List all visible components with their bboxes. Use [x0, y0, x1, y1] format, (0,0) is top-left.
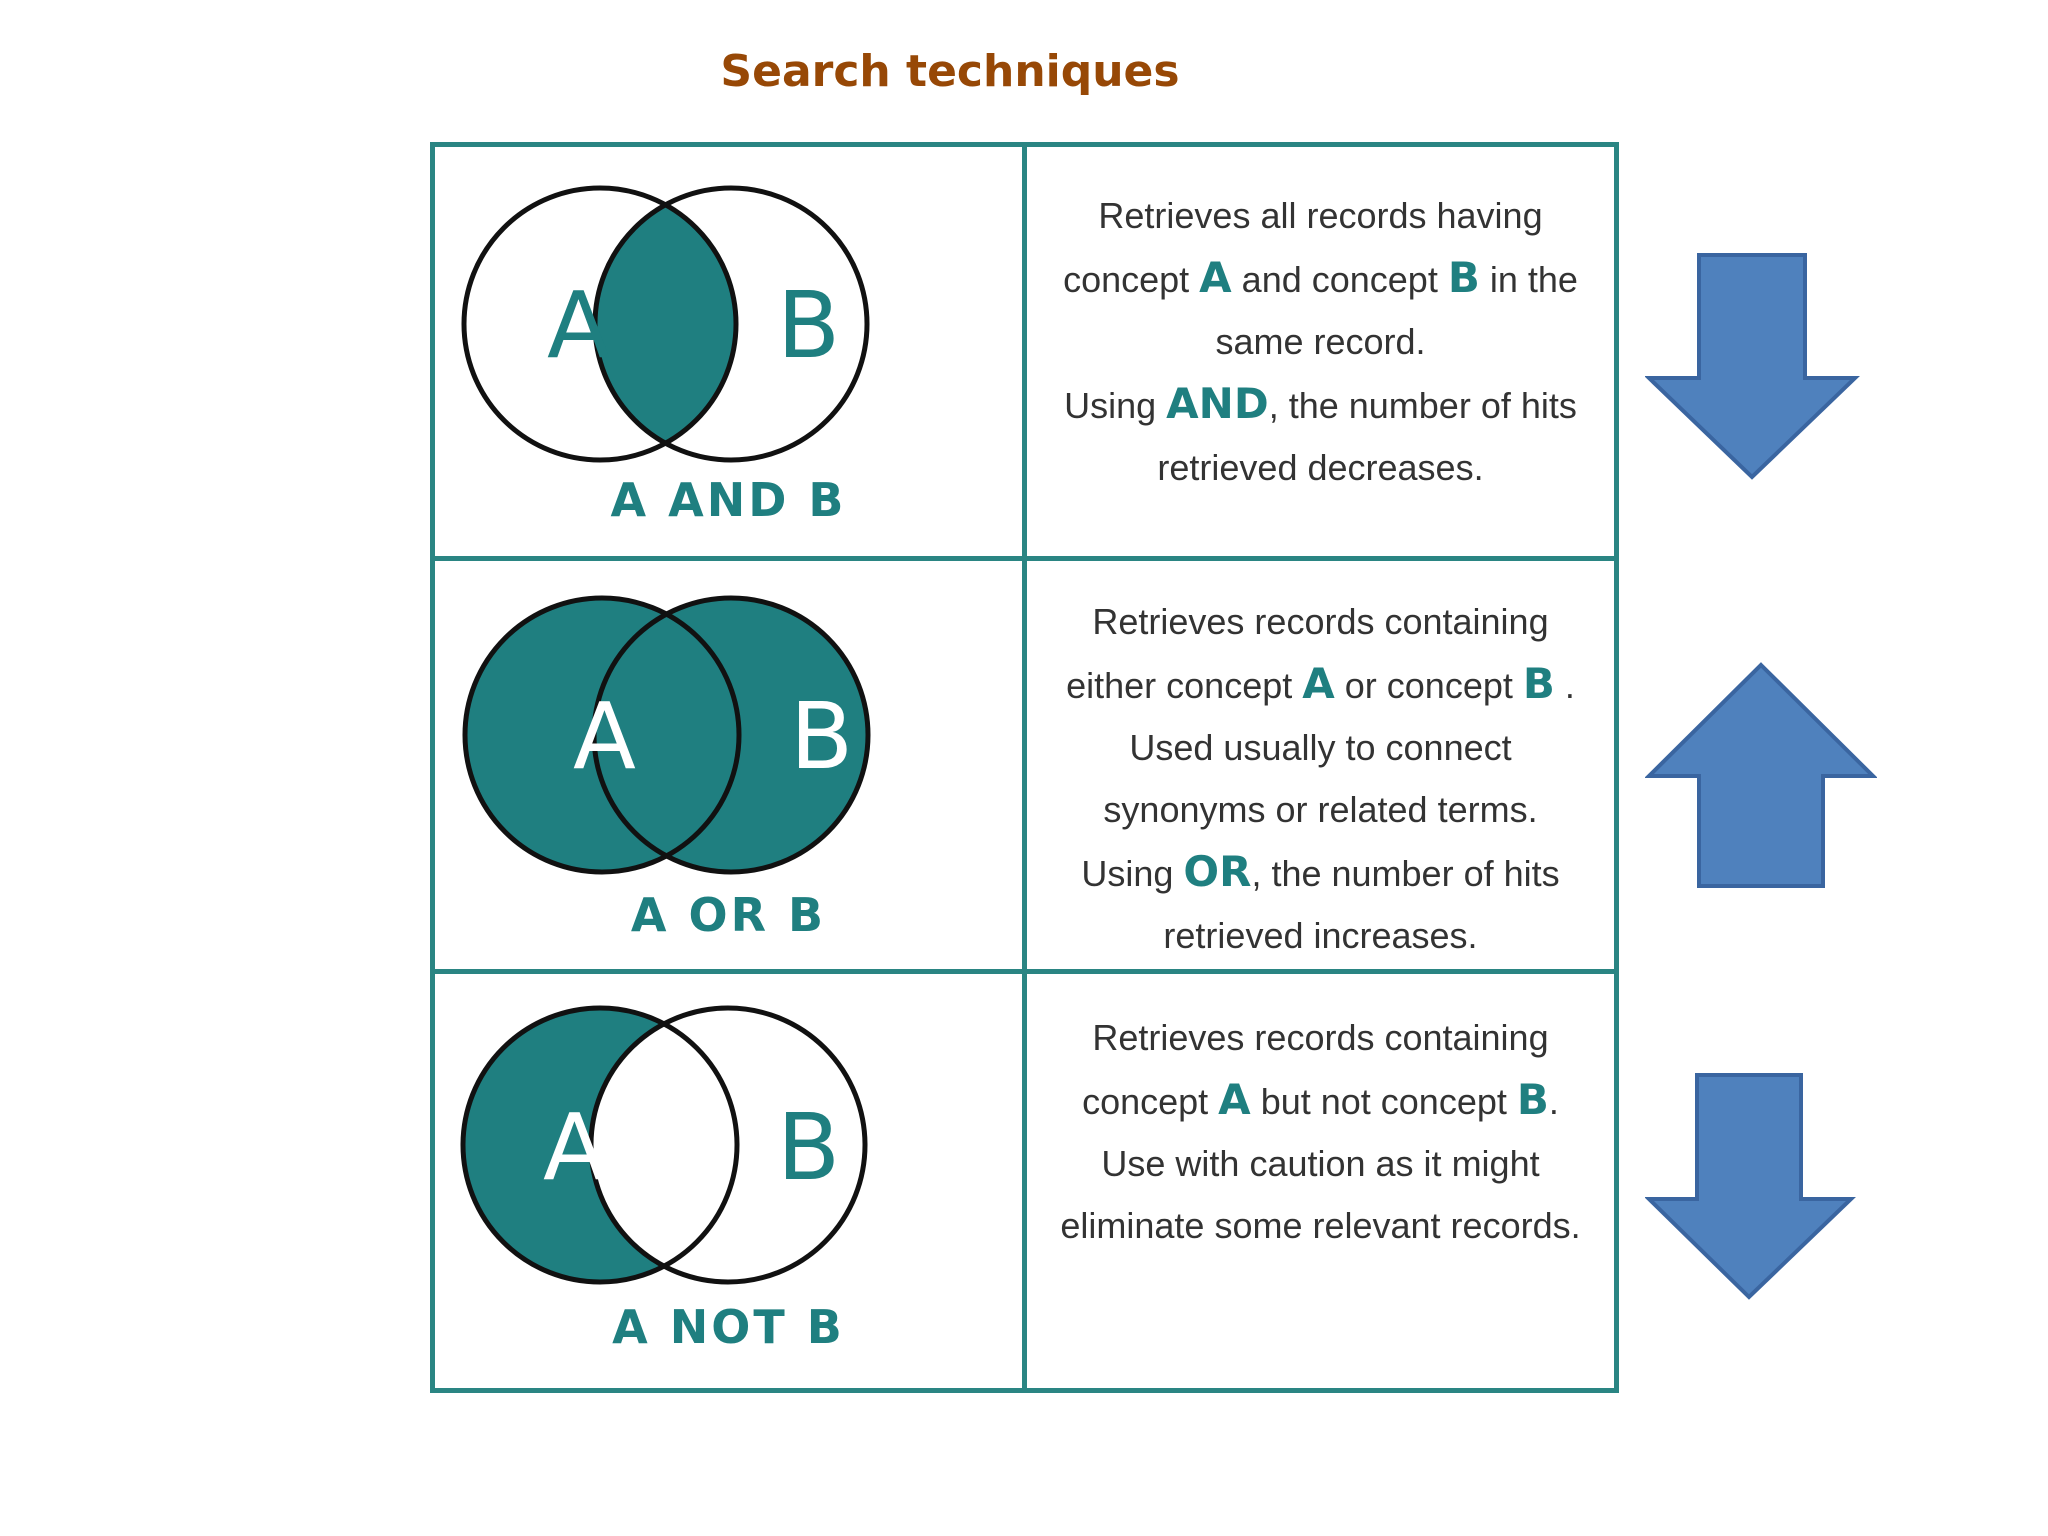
or-circle-b-outline [591, 595, 871, 875]
or-desc-text: either concept [1066, 664, 1303, 706]
or-concept-a: A [1302, 658, 1335, 708]
and-label-a: A [547, 272, 610, 379]
not-desc-line-2: concept A but not concept B. [1027, 1069, 1614, 1133]
not-venn-diagram: A B [460, 1005, 868, 1285]
and-description-cell: Retrieves all records having concept A a… [1027, 147, 1614, 561]
or-operator-keyword: OR [1183, 846, 1252, 896]
or-venn-cell: A B A OR B [435, 560, 1027, 975]
and-intersection-region [595, 188, 736, 460]
and-desc-line-3: same record. [1215, 321, 1426, 362]
or-concept-b: B [1522, 658, 1555, 708]
and-concept-b: B [1447, 253, 1480, 302]
not-desc-text: but not concept [1250, 1081, 1517, 1123]
and-circle-b-outline [592, 185, 870, 463]
not-desc-line-3: Use with caution as it might [1101, 1143, 1540, 1185]
and-desc-line-5: retrieved decreases. [1157, 447, 1484, 488]
or-desc-text: or concept [1334, 664, 1523, 706]
or-desc-line-2: either concept A or concept B . [1027, 653, 1614, 717]
or-desc-line-6: retrieved increases. [1163, 914, 1478, 956]
not-circle-a-outline [460, 1005, 740, 1285]
or-description: Retrieves records containing either conc… [1027, 591, 1614, 967]
and-circle-a-outline [461, 185, 739, 463]
not-description-cell: Retrieves records containing concept A b… [1027, 974, 1614, 1388]
and-desc-text: and concept [1231, 259, 1448, 300]
and-label-b: B [777, 272, 840, 379]
and-desc-text: , the number of hits [1268, 385, 1577, 426]
down-arrow-icon [1645, 1073, 1856, 1300]
or-venn-diagram: A B [462, 595, 871, 875]
and-venn-cell: A B A AND B [435, 147, 1027, 561]
and-operator-label: A AND B [610, 473, 847, 527]
not-desc-text: concept [1082, 1081, 1219, 1123]
or-label-a: A [573, 683, 636, 790]
not-desc-line-1: Retrieves records containing [1092, 1017, 1549, 1059]
and-desc-text: concept [1063, 259, 1200, 300]
and-concept-a: A [1199, 253, 1232, 302]
and-desc-text: in the [1479, 259, 1578, 300]
or-label-b: B [790, 683, 853, 790]
or-desc-text: . [1554, 664, 1575, 706]
or-desc-text: , the number of hits [1251, 852, 1560, 894]
and-desc-line-1: Retrieves all records having [1098, 195, 1543, 236]
not-circle-b-outline [588, 1005, 868, 1285]
up-arrow-icon [1645, 662, 1877, 888]
and-operator-keyword: AND [1166, 379, 1269, 428]
and-venn-diagram: A B [461, 185, 870, 463]
and-desc-line-2: concept A and concept B in the [1027, 247, 1614, 311]
or-desc-line-5: Using OR, the number of hits [1027, 841, 1614, 905]
or-desc-line-1: Retrieves records containing [1092, 600, 1549, 642]
not-venn-cell: A B A NOT B [435, 974, 1027, 1388]
and-description: Retrieves all records having concept A a… [1027, 185, 1614, 499]
slide-title: Search techniques [720, 46, 1180, 97]
not-excluded-intersection [591, 1008, 737, 1283]
not-concept-b: B [1516, 1075, 1549, 1125]
down-arrow-icon [1645, 253, 1860, 480]
and-desc-text: Using [1064, 385, 1167, 426]
or-circle-b [594, 597, 868, 872]
not-label-b: B [777, 1094, 840, 1201]
or-desc-text: Using [1081, 852, 1184, 894]
not-description: Retrieves records containing concept A b… [1027, 1007, 1614, 1257]
or-desc-line-4: synonyms or related terms. [1103, 788, 1538, 830]
or-circle-a-outline [462, 595, 742, 875]
not-concept-a: A [1218, 1075, 1251, 1125]
not-operator-label: A NOT B [612, 1300, 845, 1355]
search-techniques-table: A B A AND B Retrieves all records having… [430, 142, 1619, 1393]
or-operator-label: A OR B [630, 887, 827, 942]
or-desc-line-3: Used usually to connect [1129, 726, 1512, 768]
not-label-a: A [543, 1094, 606, 1201]
and-desc-line-4: Using AND, the number of hits [1027, 373, 1614, 437]
or-description-cell: Retrieves records containing either conc… [1027, 561, 1614, 975]
not-desc-text: . [1548, 1081, 1559, 1123]
not-desc-line-4: eliminate some relevant records. [1060, 1205, 1581, 1247]
